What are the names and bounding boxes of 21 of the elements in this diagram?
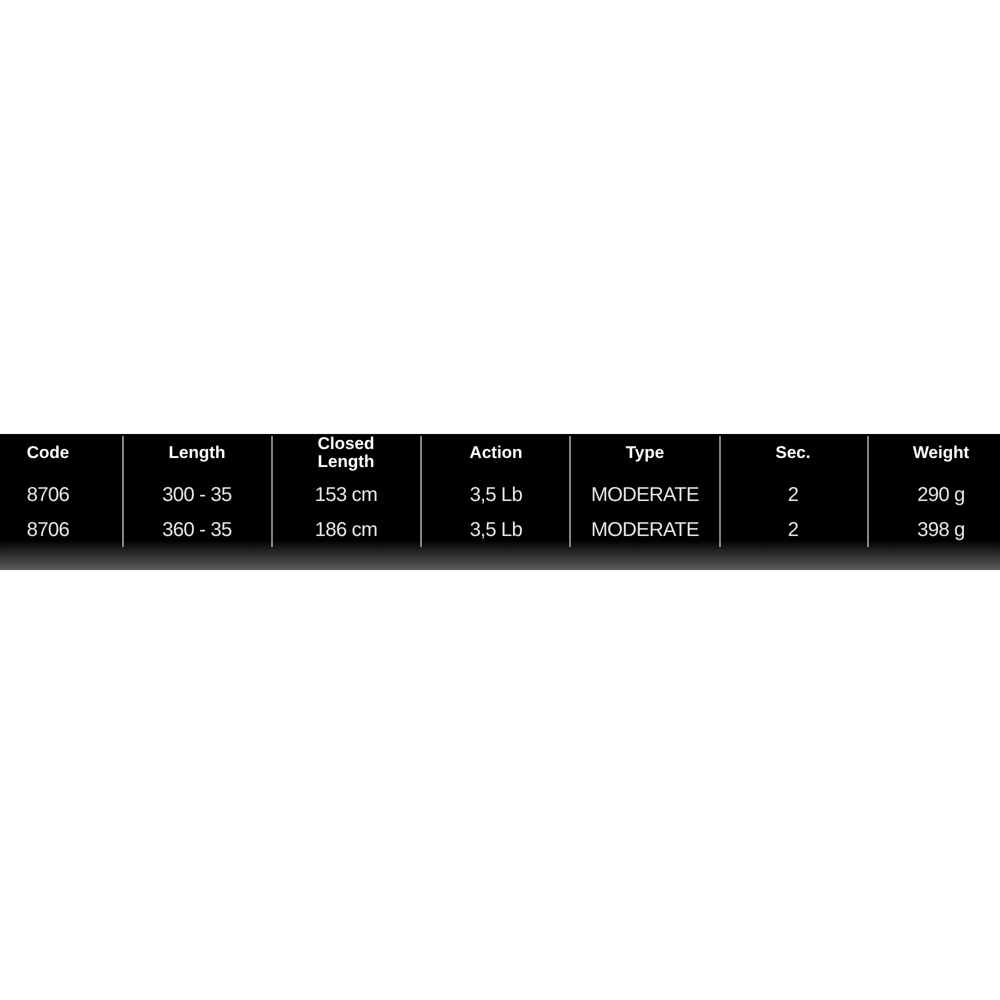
table-value: 398 g (916, 520, 966, 540)
table-value: 8706 (26, 520, 70, 540)
table-value: 8706 (26, 484, 70, 506)
column-header: Code (26, 444, 70, 462)
column-header: Type (624, 444, 666, 462)
column-header: Sec. (774, 444, 812, 462)
table-value: 3,5 Lb (468, 484, 524, 506)
column-header: Weight (912, 444, 970, 462)
table-value: 186 cm (314, 520, 378, 540)
table-value: MODERATE (590, 520, 700, 540)
table-value: 3,5 Lb (468, 520, 524, 540)
column-header: Closed Length (316, 435, 376, 471)
table-value: MODERATE (590, 484, 700, 506)
table-value: 2 (786, 484, 800, 506)
table-value: 153 cm (314, 484, 378, 506)
column-header: Length (168, 444, 226, 462)
table-value: 360 - 35 (161, 520, 233, 540)
table-value: 2 (786, 520, 800, 540)
table-value: 290 g (916, 484, 966, 506)
table-value: 300 - 35 (161, 484, 233, 506)
column-header: Action (468, 444, 524, 462)
